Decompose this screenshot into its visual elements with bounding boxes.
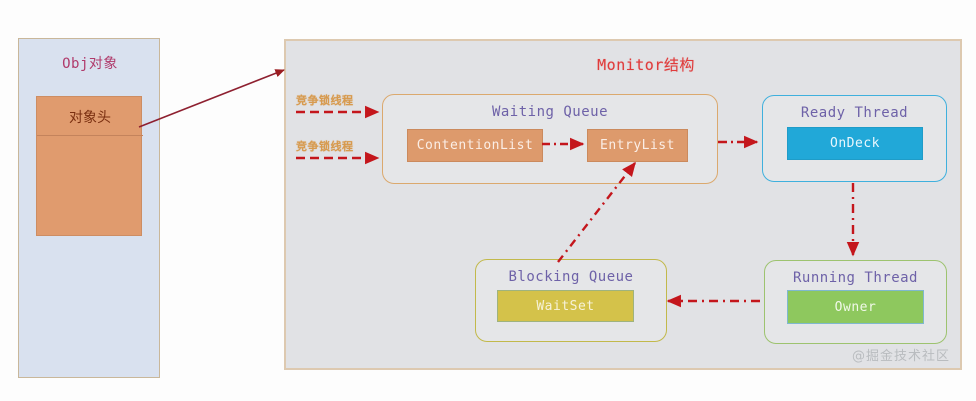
obj-panel: Obj对象 对象头	[18, 38, 160, 378]
chip-on-deck: OnDeck	[787, 127, 923, 160]
chip-contention-list: ContentionList	[407, 129, 543, 162]
entry-thread-label-2: 竞争锁线程	[296, 140, 354, 153]
entry-thread-label-1: 竞争锁线程	[296, 94, 354, 107]
monitor-title: Monitor结构	[597, 56, 695, 74]
object-header-label: 对象头	[69, 110, 111, 126]
group-blocking-queue-title: Blocking Queue	[508, 269, 634, 285]
object-header-divider	[37, 135, 143, 136]
obj-panel-title: Obj对象	[62, 56, 118, 72]
chip-owner: Owner	[787, 290, 924, 324]
watermark: @掘金技术社区	[851, 349, 950, 364]
chip-wait-set: WaitSet	[497, 290, 634, 322]
monitor-container: Monitor结构 Waiting Queue ContentionList E…	[284, 39, 962, 370]
group-ready-thread-title: Ready Thread	[800, 105, 909, 121]
object-header-box: 对象头	[36, 96, 143, 236]
arrow-obj-to-monitor	[138, 69, 285, 128]
group-waiting-queue-title: Waiting Queue	[491, 104, 609, 120]
chip-entry-list: EntryList	[587, 129, 688, 162]
group-running-thread-title: Running Thread	[792, 270, 918, 286]
